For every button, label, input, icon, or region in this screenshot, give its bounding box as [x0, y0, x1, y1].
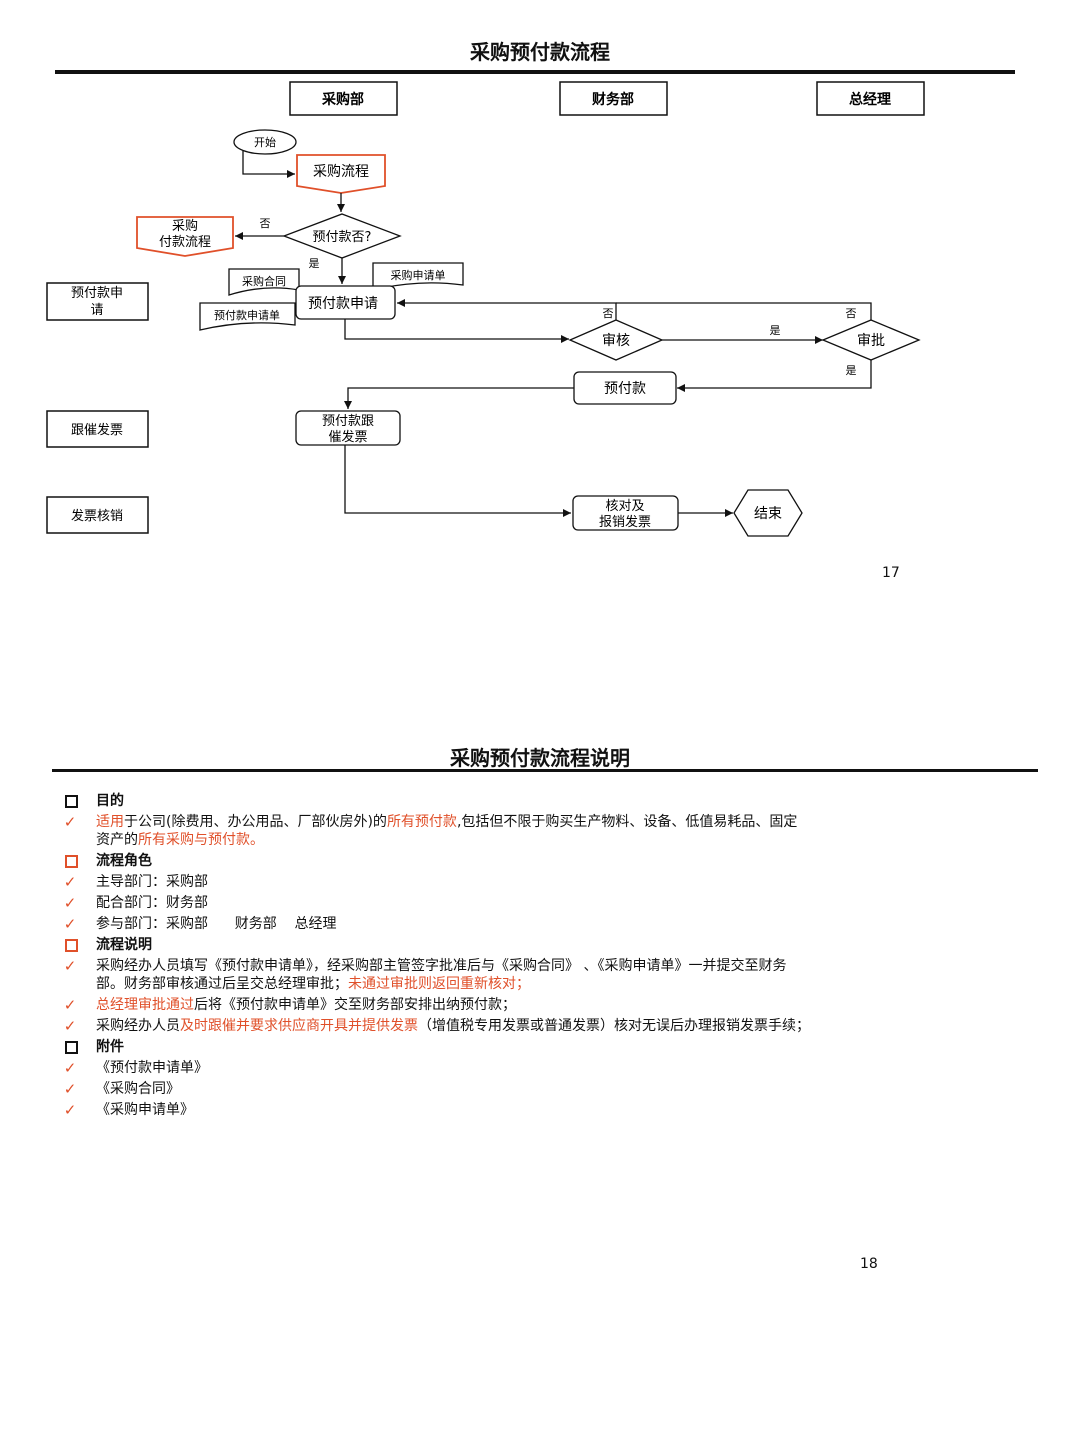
check-icon: ✓ — [63, 957, 77, 975]
flowchart: 采购部 财务部 总经理 预付款申 请 跟催发票 发票核销 开始 采购流程 预付款… — [46, 81, 925, 537]
check-icon: ✓ — [63, 1059, 77, 1077]
edge — [344, 387, 574, 409]
contract-document: 采购合同 — [228, 268, 300, 296]
svg-text:采购申请单: 采购申请单 — [391, 268, 446, 282]
prepay-form-document: 预付款申请单 — [199, 302, 296, 331]
svg-text:催发票: 催发票 — [328, 429, 367, 445]
edge — [344, 319, 569, 343]
svg-text:付款流程: 付款流程 — [159, 235, 211, 250]
is-prepay-decision: 预付款否? — [282, 213, 402, 259]
edge-label-yes: 是 — [846, 364, 857, 377]
svg-text:审批: 审批 — [857, 333, 885, 349]
verify-invoice-node: 核对及 报销发票 — [572, 495, 679, 531]
purpose-item: ✓ 适用于公司(除费用、办公用品、厂部伙房外)的所有预付款,包括但不限于购买生产… — [60, 813, 1020, 849]
edge-label-no: 否 — [846, 307, 857, 320]
role-item: ✓ 配合部门：财务部 — [60, 894, 1020, 912]
attachment-item: ✓ 《采购申请单》 — [60, 1101, 1020, 1119]
lane-label: 采购部 — [321, 91, 364, 108]
edge — [616, 302, 872, 320]
edge — [677, 360, 872, 392]
svg-text:预付款申请单: 预付款申请单 — [214, 308, 280, 322]
end-node: 结束 — [733, 489, 803, 537]
edge-label-no: 否 — [603, 307, 614, 320]
checkbox-icon — [65, 795, 78, 808]
svg-text:请: 请 — [90, 303, 103, 318]
stage-prepay-request: 预付款申 请 — [46, 282, 149, 321]
flow-item: ✓ 采购经办人员填写《预付款申请单》，经采购部主管签字批准后与《采购合同》 、《… — [60, 957, 1020, 993]
flow-item: ✓ 总经理审批通过后将《预付款申请单》交至财务部安排出纳预付款； — [60, 996, 1020, 1014]
check-icon: ✓ — [63, 996, 77, 1014]
svg-text:核对及: 核对及 — [605, 499, 644, 514]
svg-text:预付款跟: 预付款跟 — [322, 414, 374, 429]
svg-text:报销发票: 报销发票 — [599, 514, 651, 530]
approve-decision: 审批 — [821, 319, 921, 361]
title-rule — [55, 70, 1015, 74]
lane-label: 财务部 — [591, 91, 634, 108]
edge — [397, 299, 617, 320]
stage-follow-invoice: 跟催发票 — [46, 410, 149, 448]
page-number: 17 — [882, 565, 900, 581]
attachment-item: ✓ 《采购合同》 — [60, 1080, 1020, 1098]
attachment-item: ✓ 《预付款申请单》 — [60, 1059, 1020, 1077]
stage-invoice-writeoff: 发票核销 — [46, 496, 149, 534]
section-purpose: 目的 — [60, 792, 1020, 810]
edge — [344, 445, 571, 517]
prepay-request-node: 预付款申请 — [295, 285, 396, 320]
edge — [242, 151, 295, 178]
follow-invoice-node: 预付款跟 催发票 — [295, 410, 401, 446]
lane-header-purchase: 采购部 — [289, 81, 398, 116]
check-icon: ✓ — [63, 1017, 77, 1035]
description-section: 目的 ✓ 适用于公司(除费用、办公用品、厂部伙房外)的所有预付款,包括但不限于购… — [60, 792, 1020, 1122]
check-icon: ✓ — [63, 915, 77, 933]
stage-label: 发票核销 — [71, 508, 123, 524]
page-title-2: 采购预付款流程说明 — [450, 746, 630, 770]
edge-label-no: 否 — [260, 217, 271, 230]
flow-item: ✓ 采购经办人员及时跟催并要求供应商开具并提供发票（增值税专用发票或普通发票）核… — [60, 1017, 1020, 1035]
lane-header-gm: 总经理 — [816, 81, 925, 116]
purchase-process-node: 采购流程 — [296, 154, 386, 194]
start-node: 开始 — [233, 129, 297, 155]
stage-label: 跟催发票 — [71, 422, 123, 438]
check-icon: ✓ — [63, 873, 77, 891]
checkbox-icon — [65, 1041, 78, 1054]
page-title: 采购预付款流程 — [470, 40, 610, 64]
svg-text:采购: 采购 — [172, 218, 198, 234]
svg-text:预付款申: 预付款申 — [71, 286, 123, 301]
checkbox-icon — [65, 939, 78, 952]
edge-label-yes: 是 — [770, 324, 781, 337]
section-attachments: 附件 — [60, 1038, 1020, 1056]
lane-header-finance: 财务部 — [559, 81, 668, 116]
svg-text:预付款: 预付款 — [604, 381, 646, 397]
lane-label: 总经理 — [849, 91, 891, 108]
review-decision: 审核 — [568, 319, 664, 361]
role-item: ✓ 参与部门：采购部 财务部 总经理 — [60, 915, 1020, 933]
check-icon: ✓ — [63, 1101, 77, 1119]
check-icon: ✓ — [63, 894, 77, 912]
page-number-2: 18 — [860, 1256, 878, 1272]
check-icon: ✓ — [63, 813, 77, 831]
section-roles: 流程角色 — [60, 852, 1020, 870]
svg-text:采购流程: 采购流程 — [313, 164, 369, 180]
check-icon: ✓ — [63, 1080, 77, 1098]
title-rule-2 — [52, 769, 1038, 772]
section-flow: 流程说明 — [60, 936, 1020, 954]
checkbox-icon — [65, 855, 78, 868]
svg-text:预付款否?: 预付款否? — [313, 230, 372, 245]
svg-text:结束: 结束 — [754, 506, 782, 522]
edge-label-yes: 是 — [309, 257, 320, 270]
purchase-payment-process-node: 采购 付款流程 — [136, 216, 234, 257]
role-item: ✓ 主导部门：采购部 — [60, 873, 1020, 891]
svg-text:预付款申请: 预付款申请 — [308, 296, 378, 312]
svg-text:采购合同: 采购合同 — [242, 274, 286, 288]
svg-text:审核: 审核 — [602, 333, 630, 349]
svg-text:开始: 开始 — [254, 135, 276, 149]
prepay-node: 预付款 — [573, 371, 677, 405]
